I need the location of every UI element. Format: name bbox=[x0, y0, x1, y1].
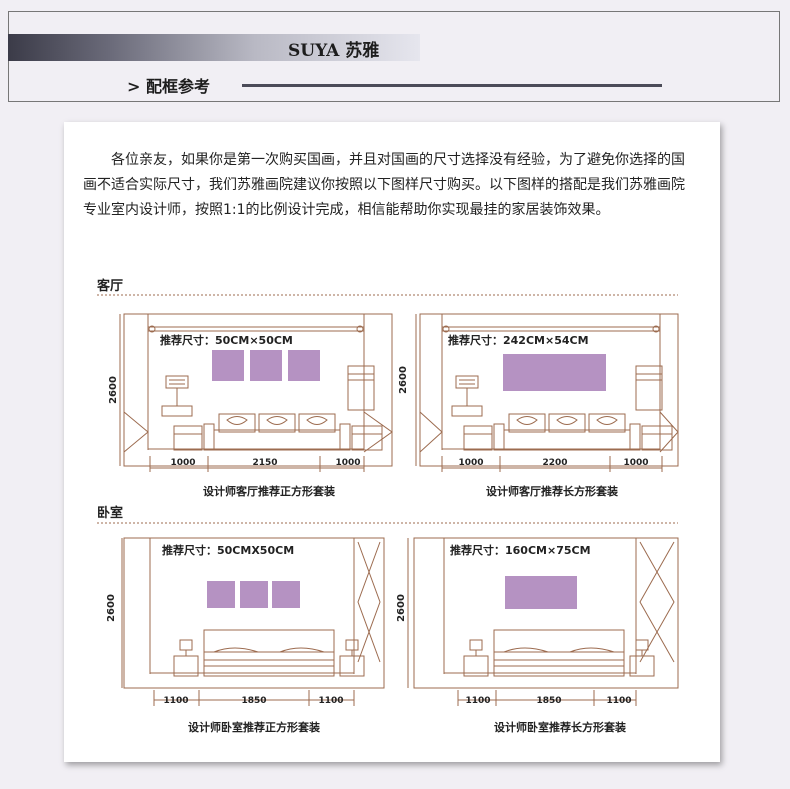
painting bbox=[207, 581, 235, 608]
height-dimension: 2600 bbox=[108, 376, 119, 404]
panel-living-rect: 推荐尺寸：242CM×54CM 2600 1000 2200 1000 设计师客… bbox=[398, 313, 679, 498]
width-dimension: 1000 bbox=[623, 458, 648, 468]
panel-bedroom-square: 推荐尺寸：50CMX50CM 2600 1100 1850 1100 设计师卧室… bbox=[106, 537, 385, 734]
elevation-drawings: 客厅 推荐尺寸：50CM×50CM 2600 1000 2150 1000 设计… bbox=[97, 278, 679, 734]
width-dimension: 2200 bbox=[542, 458, 567, 468]
section-heading-living: 客厅 bbox=[97, 278, 123, 294]
section-heading-bedroom: 卧室 bbox=[97, 505, 123, 521]
intro-paragraph: 各位亲友，如果你是第一次购买国画，并且对国画的尺寸选择没有经验，为了避免你选择的… bbox=[83, 148, 695, 223]
painting bbox=[212, 350, 244, 381]
height-dimension: 2600 bbox=[396, 594, 407, 622]
recommend-size: 推荐尺寸：242CM×54CM bbox=[448, 333, 589, 347]
width-dimension: 1000 bbox=[335, 458, 360, 468]
width-dimension: 1000 bbox=[458, 458, 483, 468]
painting bbox=[505, 576, 577, 609]
height-dimension: 2600 bbox=[398, 366, 409, 394]
width-dimension: 1000 bbox=[170, 458, 195, 468]
panel-caption: 设计师卧室推荐长方形套装 bbox=[494, 720, 626, 734]
panel-caption: 设计师客厅推荐长方形套装 bbox=[486, 484, 618, 498]
painting bbox=[288, 350, 320, 381]
recommend-size: 推荐尺寸：50CM×50CM bbox=[160, 333, 293, 347]
brand-name: SUYA 苏雅 bbox=[288, 41, 380, 61]
painting bbox=[250, 350, 282, 381]
brand-bar bbox=[8, 34, 420, 61]
width-dimension: 2150 bbox=[252, 458, 277, 468]
panel-bedroom-rect: 推荐尺寸：160CM×75CM 2600 1100 1850 1100 设计师卧… bbox=[396, 537, 679, 734]
panel-caption: 设计师卧室推荐正方形套装 bbox=[188, 720, 320, 734]
recommend-size: 推荐尺寸：160CM×75CM bbox=[450, 543, 591, 557]
width-dimension: 1100 bbox=[465, 696, 490, 706]
panel-caption: 设计师客厅推荐正方形套装 bbox=[203, 484, 335, 498]
section-rule bbox=[242, 84, 662, 87]
width-dimension: 1100 bbox=[318, 696, 343, 706]
height-dimension: 2600 bbox=[106, 594, 117, 622]
width-dimension: 1850 bbox=[536, 696, 561, 706]
painting bbox=[272, 581, 300, 608]
recommend-size: 推荐尺寸：50CMX50CM bbox=[162, 543, 294, 557]
painting bbox=[240, 581, 268, 608]
width-dimension: 1100 bbox=[163, 696, 188, 706]
panel-living-square: 推荐尺寸：50CM×50CM 2600 1000 2150 1000 设计师客厅… bbox=[108, 313, 393, 498]
intro-text: 各位亲友，如果你是第一次购买国画，并且对国画的尺寸选择没有经验，为了避免你选择的… bbox=[83, 152, 685, 218]
width-dimension: 1850 bbox=[241, 696, 266, 706]
painting bbox=[503, 354, 606, 391]
section-title: > 配框参考 bbox=[127, 77, 210, 96]
width-dimension: 1100 bbox=[606, 696, 631, 706]
